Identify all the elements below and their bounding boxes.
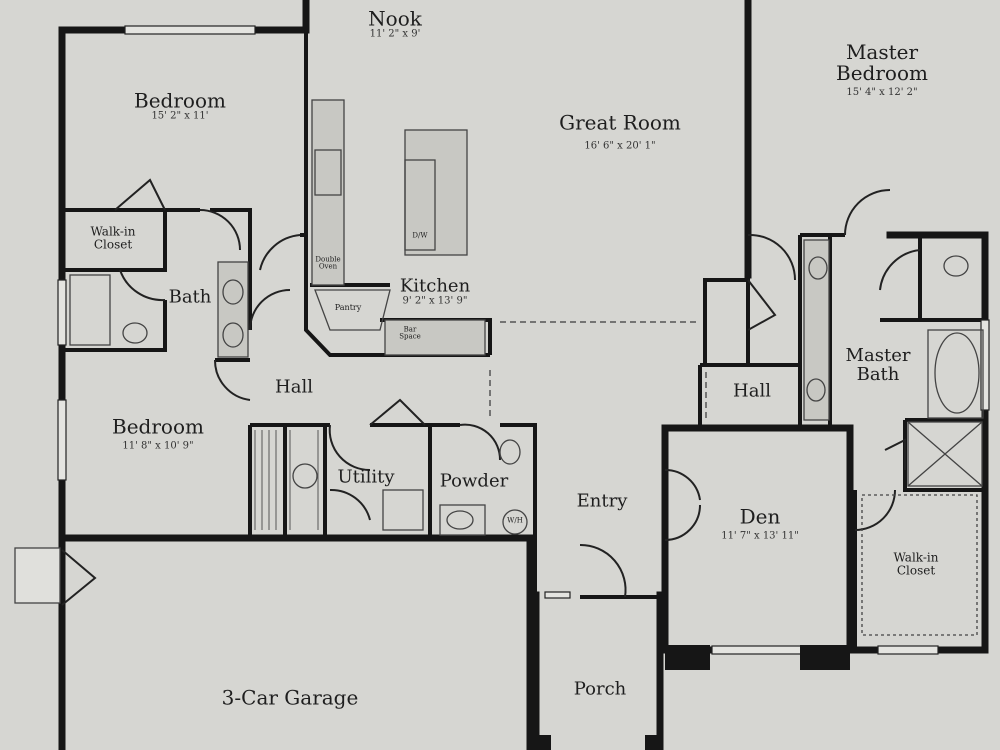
room-wh: W/H — [507, 516, 523, 525]
room-name: Porch — [573, 678, 627, 700]
room-name-line2: Closet — [896, 563, 936, 577]
room-hall-right: Hall — [733, 380, 771, 402]
room-name: Powder — [439, 470, 509, 492]
storage-hatching — [254, 430, 319, 530]
room-porch: Porch — [573, 678, 627, 700]
room-name-line2: Closet — [93, 237, 133, 251]
room-name: Bedroom — [134, 88, 226, 113]
room-name: Den — [739, 504, 781, 529]
room-name: Kitchen — [399, 275, 471, 297]
room-dims: 15' 4" x 12' 2" — [846, 86, 918, 98]
room-name-line1: Master — [845, 345, 911, 367]
room-dims: 16' 6" x 20' 1" — [584, 140, 656, 152]
room-name-line2: Space — [399, 333, 421, 341]
room-dims: 11' 8" x 10' 9" — [122, 440, 194, 452]
room-den: Den 11' 7" x 13' 11" — [721, 506, 799, 542]
room-bedroom-3: Bedroom 11' 8" x 10' 9" — [112, 416, 204, 452]
room-dims: 11' 7" x 13' 11" — [721, 530, 799, 542]
room-kitchen: Kitchen 9' 2" x 13' 9" — [399, 275, 471, 307]
room-dims: 11' 2" x 9' — [369, 28, 421, 40]
room-name-line1: Master — [845, 39, 919, 64]
room-entry: Entry — [576, 490, 628, 512]
room-name: Nook — [368, 6, 422, 31]
room-name: 3-Car Garage — [221, 685, 359, 710]
room-name: Bedroom — [112, 414, 204, 439]
wall-columns — [536, 645, 850, 750]
room-name-line1: Bar — [403, 325, 417, 334]
room-bath: Bath — [168, 286, 212, 308]
room-name-line2: Oven — [318, 263, 338, 271]
room-name-line1: Walk-in — [90, 224, 136, 239]
room-dims: 15' 2" x 11' — [151, 110, 209, 122]
room-bar-space: Bar Space — [399, 325, 421, 342]
room-name-line2: Bedroom — [836, 60, 928, 85]
opening-lines — [489, 321, 707, 420]
room-powder: Powder — [439, 470, 509, 492]
room-double-oven: Double Oven — [315, 255, 341, 272]
room-master-bath: Master Bath — [845, 345, 911, 385]
room-master-bedroom: Master Bedroom 15' 4" x 12' 2" — [836, 39, 928, 99]
room-nook: Nook 11' 2" x 9' — [368, 8, 422, 40]
room-walk-in-closet-right: Walk-in Closet — [894, 551, 939, 576]
room-hall-left: Hall — [275, 376, 313, 398]
room-utility: Utility — [337, 466, 395, 488]
room-garage: 3-Car Garage — [221, 685, 359, 710]
room-dw: D/W — [412, 231, 428, 240]
room-name-line1: Double — [315, 255, 341, 264]
room-name: Hall — [275, 376, 313, 398]
fixtures — [14, 99, 984, 636]
room-bedroom-2: Bedroom 15' 2" x 11' — [134, 90, 226, 122]
windows — [57, 25, 990, 655]
room-name: Utility — [337, 466, 395, 488]
room-name-line2: Bath — [856, 364, 900, 385]
room-great-room: Great Room 16' 6" x 20' 1" — [559, 112, 681, 152]
room-name-line1: Walk-in — [893, 550, 939, 565]
room-name: Great Room — [559, 110, 681, 135]
room-walk-in-closet-left: Walk-in Closet — [91, 225, 136, 250]
room-name: Hall — [733, 380, 771, 402]
interior-walls — [60, 30, 985, 650]
room-name: Bath — [168, 286, 212, 308]
room-dims: 9' 2" x 13' 9" — [402, 295, 468, 307]
room-name: W/H — [507, 516, 523, 525]
room-name: D/W — [412, 231, 428, 240]
room-pantry: Pantry — [334, 302, 362, 312]
room-name: Entry — [576, 490, 628, 512]
room-name: Pantry — [334, 302, 362, 312]
